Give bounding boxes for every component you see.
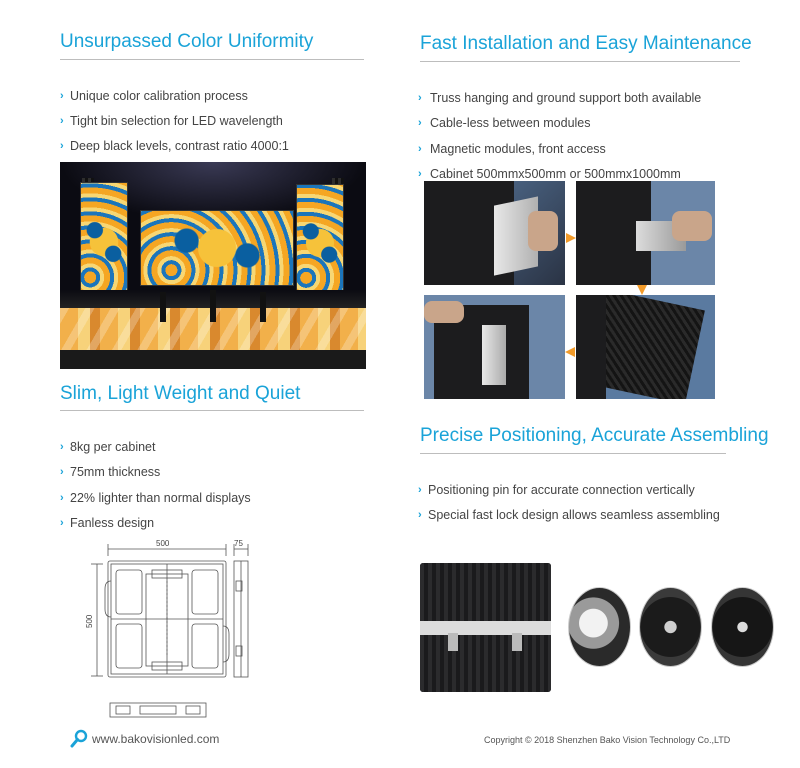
list-item: ›Cabinet 500mmx500mm or 500mmx1000mm [418, 167, 681, 182]
bullet-list-color-uniformity: ›Unique color calibration process ›Tight… [60, 83, 289, 158]
copyright-text: Copyright © 2018 Shenzhen Bako Vision Te… [484, 735, 731, 745]
lock-detail-photo [568, 587, 631, 667]
search-icon [70, 729, 88, 748]
chevron-right-icon: › [60, 114, 64, 127]
list-item: ›Tight bin selection for LED wavelength [60, 113, 283, 128]
list-item: ›Unique color calibration process [60, 88, 248, 103]
heading-precise-positioning: Precise Positioning, Accurate Assembling [420, 425, 769, 446]
arrow-down-icon [637, 285, 647, 295]
chevron-right-icon: › [418, 91, 422, 104]
heading-slim-light-quiet: Slim, Light Weight and Quiet [60, 383, 301, 404]
chevron-right-icon: › [418, 483, 422, 496]
chevron-right-icon: › [60, 491, 64, 504]
arrow-left-icon [565, 347, 575, 357]
bullet-list-slim: ›8kg per cabinet ›75mm thickness ›22% li… [60, 434, 251, 536]
drawing-height-label: 500 [85, 614, 94, 628]
list-item: ›Positioning pin for accurate connection… [418, 482, 695, 497]
positioning-pin-photo [420, 563, 551, 692]
install-step-photo [424, 295, 565, 399]
install-step-photo [576, 295, 715, 399]
divider [420, 61, 740, 62]
chevron-right-icon: › [418, 509, 422, 522]
list-item: ›Fanless design [60, 516, 155, 531]
lock-detail-photo [639, 587, 702, 667]
list-item: ›Magnetic modules, front access [418, 141, 606, 156]
drawing-depth-label: 75 [234, 539, 243, 548]
chevron-right-icon: › [418, 168, 422, 181]
list-item: ›8kg per cabinet [60, 439, 156, 454]
chevron-right-icon: › [60, 139, 64, 152]
list-item: ›Cable-less between modules [418, 116, 591, 131]
divider [60, 59, 364, 60]
heading-fast-installation: Fast Installation and Easy Maintenance [420, 33, 752, 54]
list-item: ›Special fast lock design allows seamles… [418, 508, 720, 523]
install-step-photo [424, 181, 565, 285]
drawing-width-label: 500 [156, 539, 170, 548]
list-item: ›Truss hanging and ground support both a… [418, 90, 702, 105]
lock-detail-photo [711, 587, 774, 667]
stage-led-photo [60, 162, 366, 369]
list-item: ›Deep black levels, contrast ratio 4000:… [60, 138, 289, 153]
install-step-photo [576, 181, 715, 285]
bullet-list-positioning: ›Positioning pin for accurate connection… [418, 477, 720, 528]
list-item: ›22% lighter than normal displays [60, 490, 251, 505]
chevron-right-icon: › [60, 517, 64, 530]
bullet-list-installation: ›Truss hanging and ground support both a… [418, 85, 701, 187]
cabinet-technical-drawing: 500 75 500 [85, 539, 249, 718]
website-link[interactable]: www.bakovisionled.com [92, 732, 220, 746]
chevron-right-icon: › [60, 440, 64, 453]
list-item: ›75mm thickness [60, 465, 161, 480]
divider [420, 453, 726, 454]
chevron-right-icon: › [60, 466, 64, 479]
chevron-right-icon: › [60, 89, 64, 102]
chevron-right-icon: › [418, 142, 422, 155]
divider [60, 410, 364, 411]
arrow-right-icon [566, 233, 576, 243]
chevron-right-icon: › [418, 117, 422, 130]
heading-color-uniformity: Unsurpassed Color Uniformity [60, 31, 314, 52]
